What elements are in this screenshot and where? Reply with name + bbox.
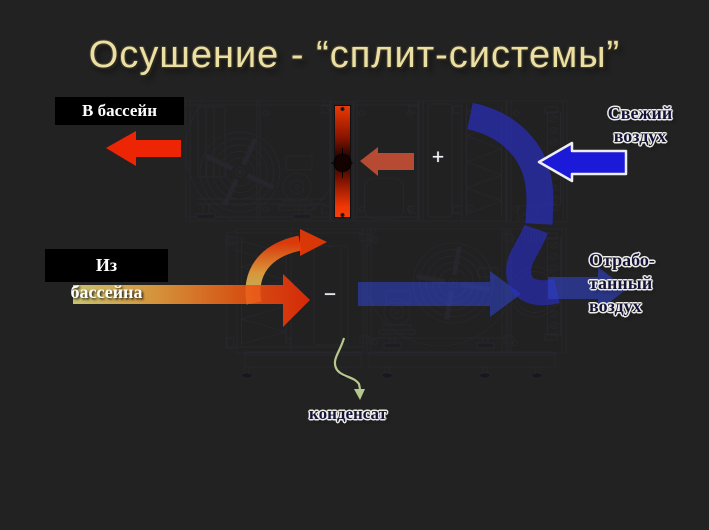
flow-arrows: [73, 102, 628, 400]
to-pool-arrow: [106, 131, 181, 166]
exhaust-air-arrow: [548, 267, 627, 311]
from-pool-arrow: [73, 274, 310, 327]
label-fresh-air-line1: Свежий: [607, 103, 673, 123]
condenser-arrow: [360, 147, 414, 176]
plus-sign: +: [431, 146, 445, 169]
label-fresh-air: Свежий воздух: [592, 102, 688, 148]
refrigerant-up-arrowhead: [300, 229, 327, 256]
label-exhaust-air-line1: Отрабо-: [589, 250, 655, 270]
upper-blue-curve: [466, 102, 554, 225]
label-exhaust-air-line3: воздух: [589, 296, 642, 316]
label-exhaust-air: Отрабо- танный воздух: [589, 249, 699, 318]
label-from-pool: Из бассейна: [45, 249, 168, 303]
lower-blue-curve: [506, 224, 560, 306]
lower-blue-band: [358, 271, 521, 317]
minus-sign: −: [323, 283, 337, 306]
label-from-pool-line1: Из: [45, 249, 168, 282]
label-from-pool-line2: бассейна: [70, 282, 143, 302]
condensate-arrowhead: [354, 389, 365, 400]
label-fresh-air-line2: воздух: [613, 126, 667, 146]
fresh-air-arrow: [537, 141, 628, 183]
condensate-line: [333, 337, 362, 390]
slide-title: Осушение - “сплит-системы”: [88, 34, 621, 76]
label-to-pool: В бассейн: [55, 97, 184, 125]
label-exhaust-air-line2: танный: [589, 273, 653, 293]
label-condensate: конденсат: [309, 404, 387, 423]
